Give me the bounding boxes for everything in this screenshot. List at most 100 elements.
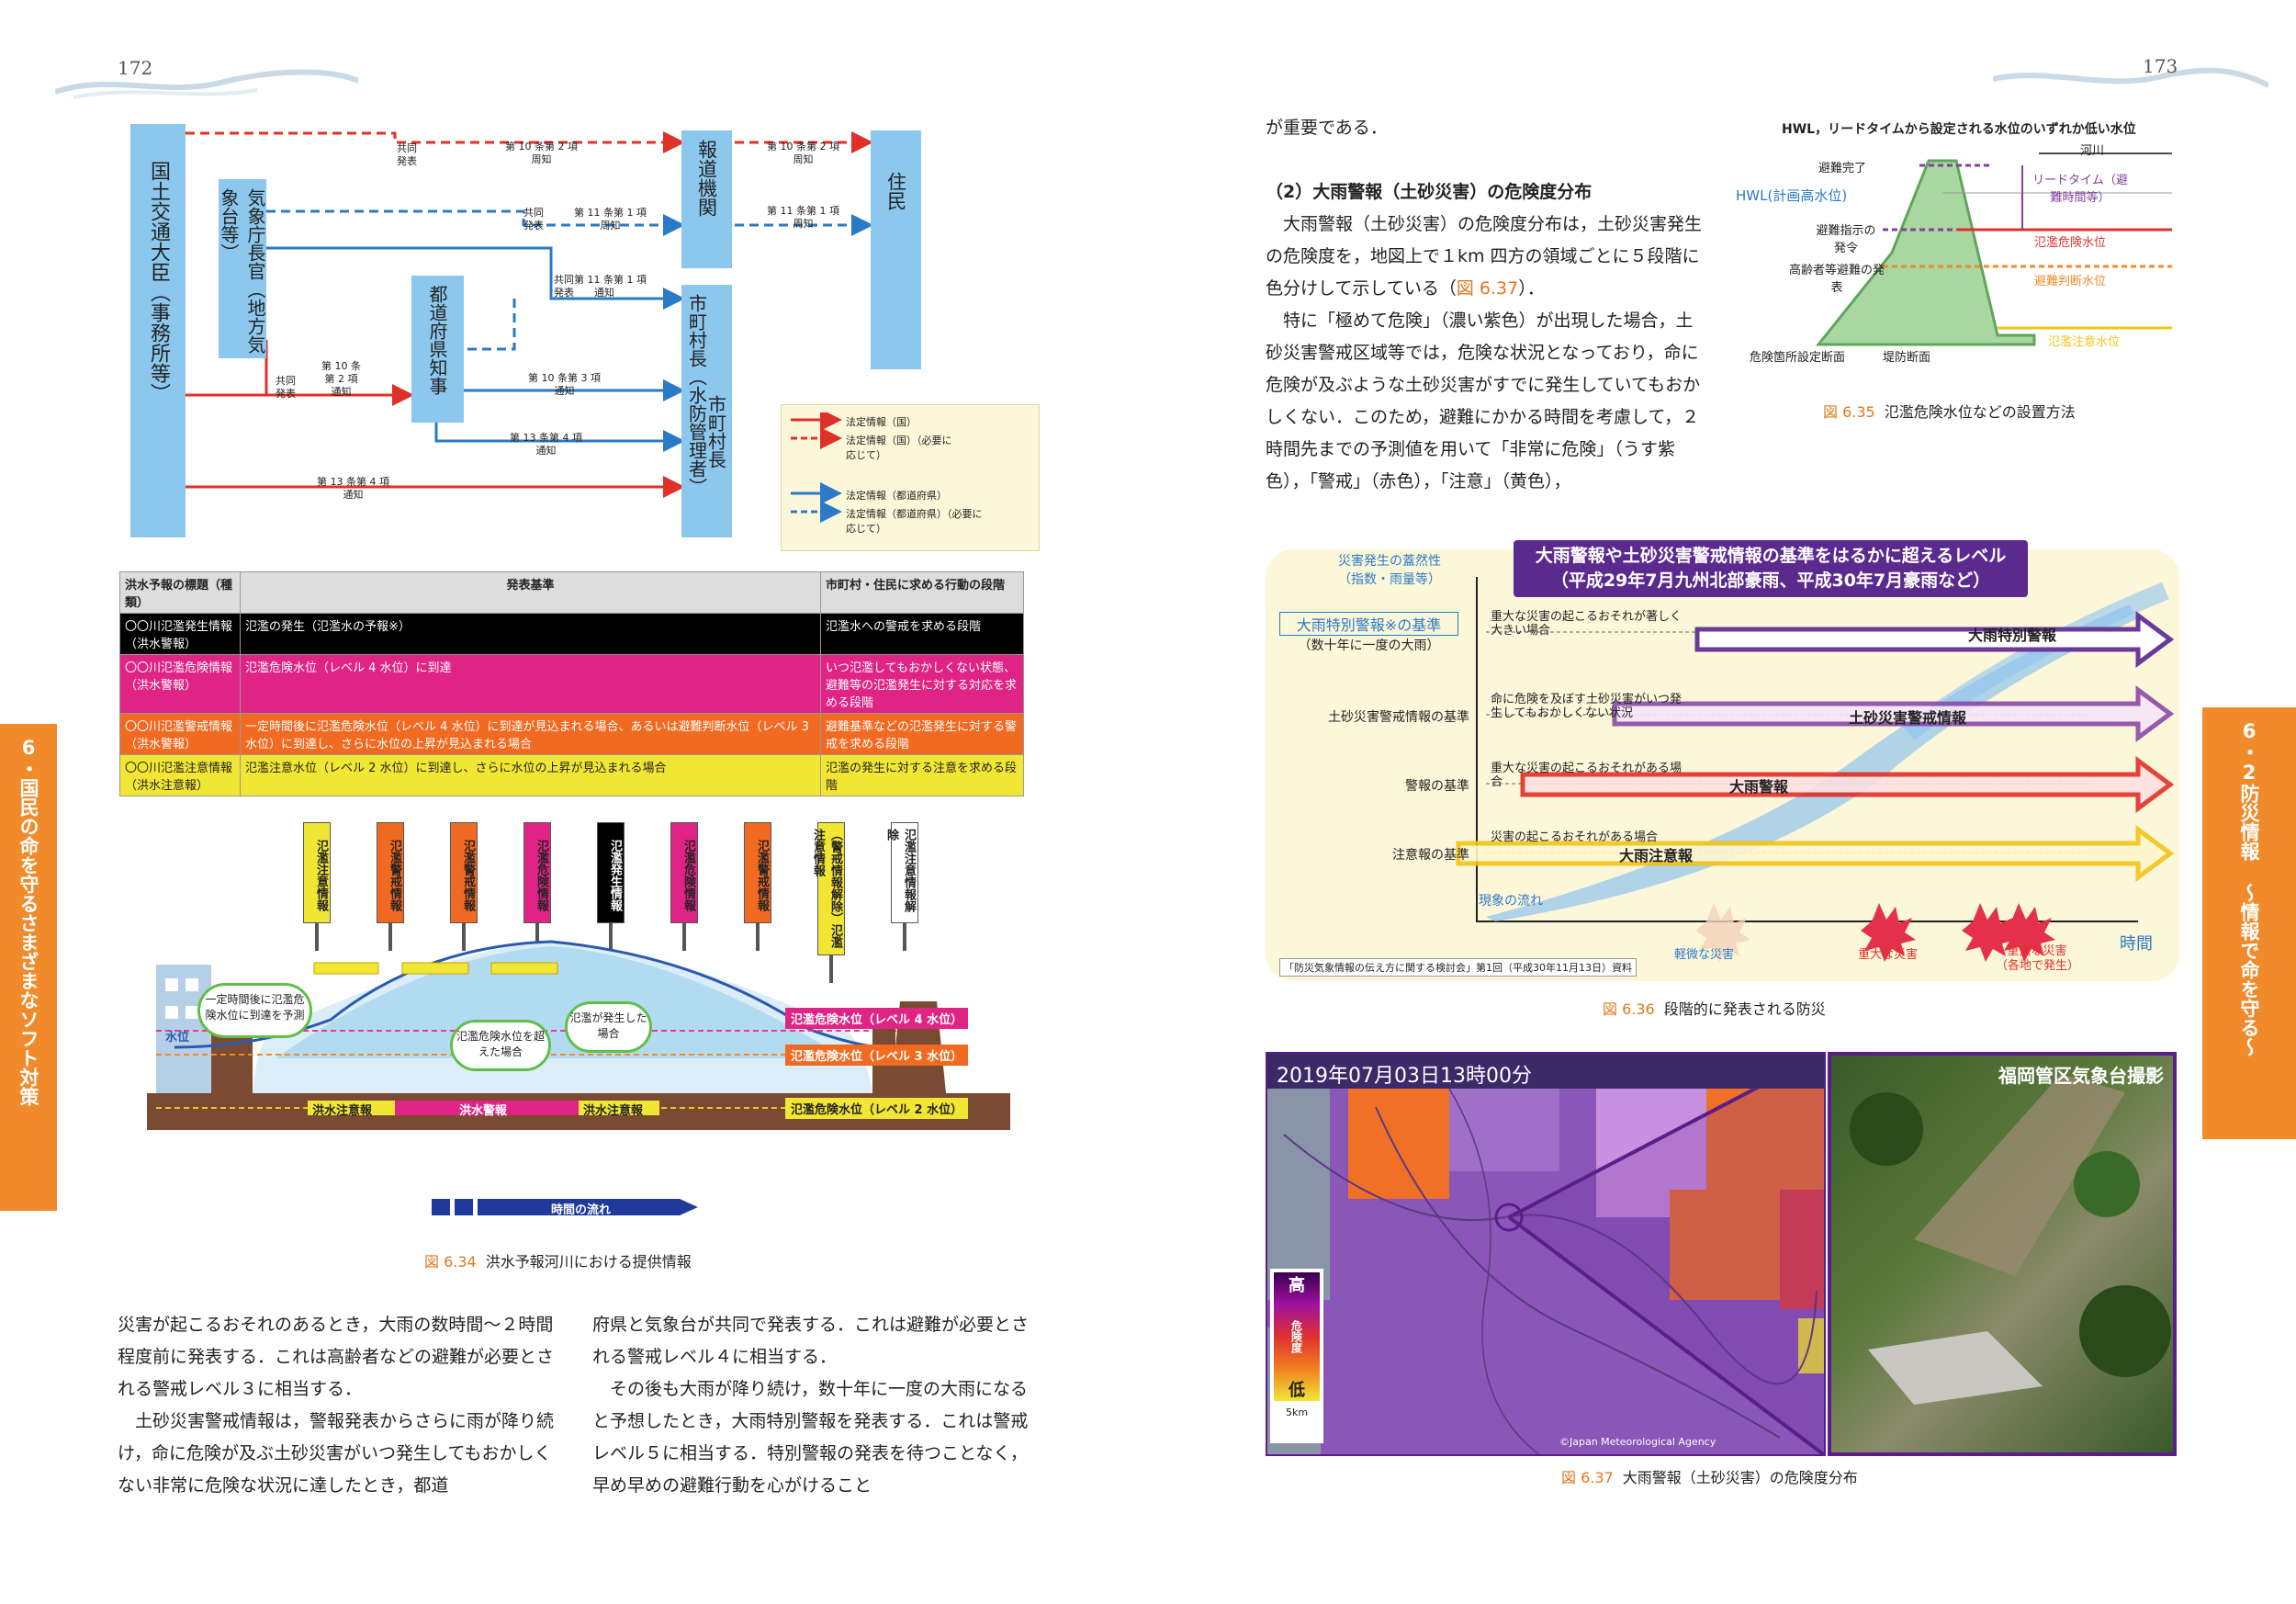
warning-arrow-label: 大雨警報 — [1729, 778, 1789, 796]
burst-label-1: 軽微な災害 — [1674, 948, 1735, 962]
flood-forecast-figure: 氾濫注意情報氾濫警戒情報氾濫警戒情報氾濫危険情報氾濫発生情報氾濫危険情報氾濫警戒… — [147, 818, 1010, 1240]
edge-label-m10-2: 第 10 条第 2 項周知 — [767, 141, 839, 165]
edge-label-a13-4b: 第 13 条第 4 項通知 — [317, 476, 389, 501]
fig635-river: 河川 — [2080, 144, 2105, 158]
table-cell: 〇〇川氾濫注意情報（洪水注意報） — [119, 754, 241, 796]
time-flow-label: 時間の流れ — [551, 1203, 612, 1217]
fig635-right-0: リードタイム（避難時間等） — [2032, 174, 2128, 205]
edge-label-m11-1: 第 11 条第 1 項周知 — [767, 205, 839, 230]
signpost-row: 氾濫注意情報氾濫警戒情報氾濫警戒情報氾濫危険情報氾濫発生情報氾濫危険情報氾濫警戒… — [303, 818, 964, 992]
edge-label-joint1: 共同発表 — [397, 142, 417, 167]
water-level-figure: HWL，リードタイムから設定される水位のいずれか低い水位 河川 避難完了 HWL… — [1736, 115, 2195, 427]
edge-label-a13-4a: 第 13 条第 4 項通知 — [510, 432, 582, 457]
left-column-1: 災害が起こるおそれのあるとき，大雨の数時間〜２時間程度前に発表する．これは高齢者… — [118, 1309, 557, 1502]
table-cell: 避難基準などの氾濫発生に対する警戒を求める段階 — [820, 713, 1024, 755]
criterion-label: 警報の基準 — [1405, 779, 1469, 794]
fig635-left-3: 高齢者等避難の発表 — [1788, 264, 1885, 295]
legend-swatches — [791, 412, 842, 523]
level2-tag: 氾濫危険水位（レベル 2 水位） — [785, 1098, 969, 1119]
risk-map — [1266, 1052, 1826, 1456]
signpost-pole — [388, 923, 392, 951]
left-column-2: 府県と気象台が共同で発表する．これは避難が必要とされる警戒レベル４に相当する． … — [592, 1309, 1031, 1502]
fig635-bottom-1: 堤防断面 — [1883, 351, 1931, 365]
signpost-pole — [829, 955, 833, 983]
map-timestamp: 2019年07月03日13時00分 — [1277, 1065, 1532, 1088]
bubble-1: 一定時間後に氾濫危険水位に到達を予測 — [197, 983, 312, 1038]
node-jma: 気象庁長官（地方気象台等） — [218, 179, 266, 358]
map-copyright: ©Japan Meteorological Agency — [1559, 1436, 1716, 1448]
table-row: 〇〇川氾濫発生情報（洪水警報）氾濫の発生（氾濫水の予報※）氾濫水への警戒を求める… — [119, 613, 1024, 655]
table-cell: 一定時間後に氾濫危険水位（レベル 4 水位）に到達が見込まれる場合、あるいは避難… — [240, 713, 821, 755]
signpost-pole — [462, 923, 466, 951]
legend-low: 低 — [1289, 1381, 1305, 1400]
edge-label-a10b: 第 10 条第 2 項通知 — [321, 360, 361, 398]
burst-label-3: 重大な災害（各地で発生） — [1996, 944, 2080, 973]
paragraph: 府県と気象台が共同で発表する．これは避難が必要とされる警戒レベル４に相当する． — [592, 1315, 1030, 1367]
chapter-tab-right-title: 防災情報 〜情報で命を守る〜 — [2238, 784, 2260, 1056]
page-number-left: 172 — [118, 57, 153, 79]
edge-label-joint3: 共同第 11 条第 1 項発表 通知 — [554, 274, 647, 299]
aerial-photo: 福岡管区気象台撮影 — [1828, 1052, 2177, 1456]
node-residents: 住民 — [871, 130, 921, 369]
chapter-tab-left-title: 国民の命を守るさまざまなソフト対策 — [17, 778, 39, 1106]
risk-map-figure: 2019年07月03日13時00分 高 危険度 低 5km ©Japan Met… — [1266, 1052, 2177, 1456]
y-axis-title: 災害発生の蓋然性（指数・雨量等） — [1338, 554, 1441, 587]
edge-label-joint4: 共同発表 — [276, 375, 296, 400]
legend-high: 高 — [1289, 1276, 1305, 1295]
burst-label-2: 重大な災害 — [1858, 948, 1919, 962]
signpost-1: 氾濫注意情報 — [303, 822, 331, 923]
chapter-tab-left-number: 6・ — [17, 737, 39, 778]
chart-banner: 大雨警報や土砂災害警戒情報の基準をはるかに超えるレベル（平成29年7月九州北部豪… — [1514, 540, 2028, 597]
signpost-pole — [682, 923, 686, 951]
warning-arrow-label: 土砂災害警戒情報 — [1849, 709, 1967, 727]
right-text: が重要である． （2）大雨警報（土砂災害）の危険度分布 大雨警報（土砂災害）の危… — [1266, 112, 1706, 498]
criterion-description: 重大な災害の起こるおそれが著しく大きい場合 — [1491, 610, 1683, 638]
fig635-left-2: 避難指示の発令 — [1816, 224, 1876, 255]
signpost-3: 氾濫警戒情報 — [450, 822, 478, 923]
criterion-description: 災害の起こるおそれがある場合 — [1491, 830, 1659, 844]
level4-tag: 氾濫危険水位（レベル 4 水位） — [785, 1008, 969, 1029]
table-header: 洪水予報の標題（種類） — [119, 571, 241, 614]
table-header: 市町村・住民に求める行動の段階 — [820, 571, 1024, 614]
fig635-right-1: 氾濫危険水位 — [2034, 236, 2107, 250]
table-header: 発表基準 — [240, 571, 821, 614]
bottom-warn-2: 洪水警報 — [459, 1104, 508, 1118]
signpost-pole — [315, 923, 319, 951]
table-cell: 〇〇川氾濫発生情報（洪水警報） — [119, 613, 241, 655]
x-axis-label: 時間 — [2120, 934, 2153, 954]
signpost-7: 氾濫警戒情報 — [744, 822, 771, 923]
disaster-levels-chart: 大雨警報や土砂災害警戒情報の基準をはるかに超えるレベル（平成29年7月九州北部豪… — [1266, 540, 2179, 981]
node-media: 報道機関 — [681, 130, 732, 268]
warning-arrow-label: 大雨注意報 — [1619, 847, 1694, 864]
table-cell: 氾濫水への警戒を求める段階 — [820, 613, 1024, 655]
chapter-tab-left: 6・国民の命を守るさまざまなソフト対策 — [0, 724, 57, 1211]
special-warning-criterion: 大雨特別警報※の基準（数十年に一度の大雨） — [1279, 612, 1458, 654]
table-cell: 氾濫の発生に対する注意を求める段階 — [820, 754, 1024, 796]
table-cell: 氾濫危険水位（レベル 4 水位）に到達 — [240, 654, 821, 714]
legend-item-2: 法定情報（国）（必要に応じて） — [846, 435, 952, 461]
table-row: 〇〇川氾濫注意情報（洪水注意報）氾濫注意水位（レベル 2 水位）に到達し、さらに… — [119, 754, 1024, 796]
fig635-right-3: 氾濫注意水位 — [2048, 335, 2121, 349]
chapter-tab-right-number: 6・2 — [2238, 720, 2260, 784]
water-level-label: 水位 — [165, 1031, 190, 1045]
criterion-description: 重大な災害の起こるおそれがある場合 — [1491, 762, 1683, 789]
fig635-right-2: 避難判断水位 — [2034, 275, 2107, 288]
warning-arrow-label: 大雨特別警報 — [1968, 627, 2057, 644]
table-cell: いつ氾濫してもおかしくない状態、避難等の氾濫発生に対する対応を求める段階 — [820, 654, 1024, 714]
fig635-diagram — [1815, 147, 2172, 390]
header-wave-left — [55, 69, 358, 99]
node-mlit: 国土交通大臣（事務所等） — [130, 124, 186, 537]
flow-arrows — [186, 131, 873, 498]
bottom-warn-3: 洪水注意報 — [583, 1104, 644, 1118]
criterion-description: 命に危険を及ぼす土砂災害がいつ発生してもおかしくない状況 — [1491, 693, 1683, 720]
flood-forecast-table: 洪水予報の標題（種類） 発表基準 市町村・住民に求める行動の段階 〇〇川氾濫発生… — [119, 571, 1024, 796]
fig635-bottom-0: 危険箇所設定断面 — [1750, 351, 1846, 365]
table-cell: 氾濫の発生（氾濫水の予報※） — [240, 613, 821, 655]
phenomenon-flow-label: 現象の流れ — [1479, 894, 1543, 909]
signpost-4: 氾濫危険情報 — [523, 822, 551, 923]
landslide-scene — [1850, 1074, 2171, 1405]
risk-legend: 高 危険度 低 5km — [1270, 1269, 1323, 1443]
